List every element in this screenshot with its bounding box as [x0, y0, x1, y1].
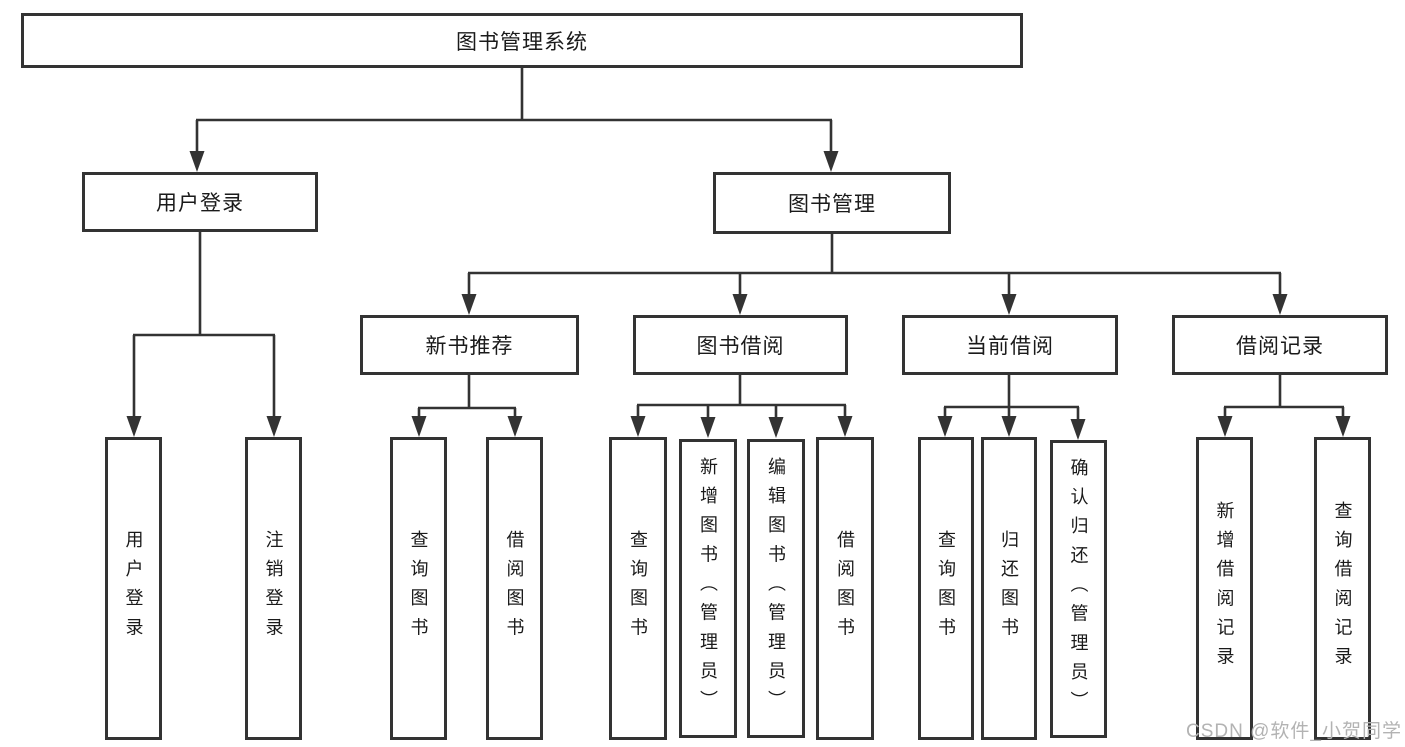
leaf-label: 新增图书（管理员） [698, 457, 718, 720]
leaf-query-borrow-record: 查询借阅记录 [1314, 437, 1371, 740]
leaf-edit-books-admin: 编辑图书（管理员） [747, 439, 805, 738]
node-root: 图书管理系统 [21, 13, 1023, 68]
leaf-label: 归还图书 [999, 530, 1019, 647]
leaf-label: 用户登录 [123, 530, 144, 647]
leaf-query-books-cb: 查询图书 [918, 437, 974, 740]
leaf-query-books-nb: 查询图书 [390, 437, 447, 740]
leaf-add-books-admin: 新增图书（管理员） [679, 439, 737, 738]
leaf-add-borrow-record: 新增借阅记录 [1196, 437, 1253, 740]
leaf-label: 编辑图书（管理员） [766, 457, 786, 720]
leaf-return-books: 归还图书 [981, 437, 1037, 740]
leaf-query-books-bb: 查询图书 [609, 437, 667, 740]
arrowheads [126, 151, 1351, 440]
leaf-label: 借阅图书 [504, 530, 525, 647]
node-book-borrow: 图书借阅 [633, 315, 848, 375]
leaf-label: 注销登录 [263, 530, 284, 647]
leaf-label: 查询借阅记录 [1332, 501, 1353, 676]
leaf-logout: 注销登录 [245, 437, 302, 740]
node-borrow-records: 借阅记录 [1172, 315, 1388, 375]
leaf-label: 查询图书 [936, 530, 956, 647]
leaf-borrow-books-nb: 借阅图书 [486, 437, 543, 740]
leaf-label: 查询图书 [628, 530, 648, 647]
leaf-user-login: 用户登录 [105, 437, 162, 740]
csdn-watermark: CSDN @软件_小贺同学 [1186, 721, 1402, 742]
leaf-borrow-books-bb: 借阅图书 [816, 437, 874, 740]
node-user-login: 用户登录 [82, 172, 318, 232]
leaf-label: 借阅图书 [835, 530, 855, 647]
node-book-mgmt: 图书管理 [713, 172, 951, 234]
leaf-confirm-return-admin: 确认归还（管理员） [1050, 440, 1107, 738]
leaf-label: 新增借阅记录 [1214, 501, 1235, 676]
node-current-borrow: 当前借阅 [902, 315, 1118, 375]
node-new-books: 新书推荐 [360, 315, 579, 375]
leaf-label: 查询图书 [408, 530, 429, 647]
leaf-label: 确认归还（管理员） [1068, 457, 1089, 721]
